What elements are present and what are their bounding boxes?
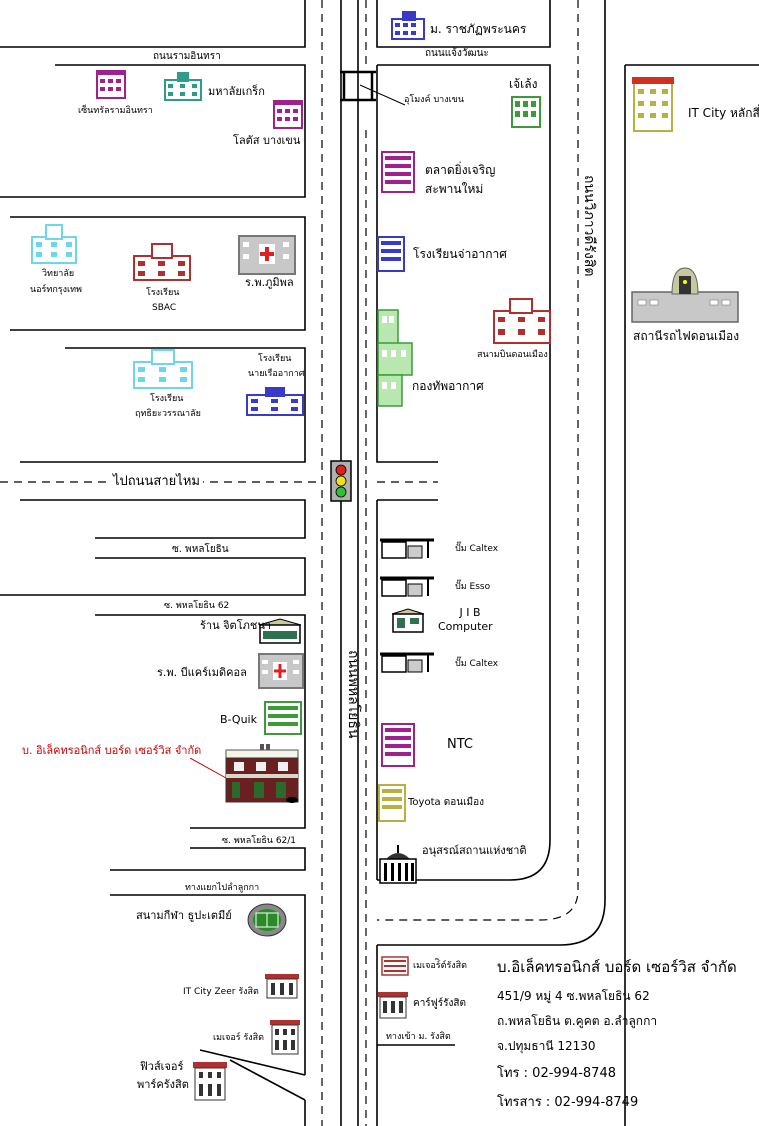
place-future-line1: ฟิวส์เจอร์: [140, 1060, 184, 1073]
place-jib-line2: Computer: [438, 620, 493, 633]
building-icon: [265, 974, 299, 999]
building-icon: [511, 96, 541, 128]
building-icon: [273, 100, 303, 129]
place-central-ramintra: เซ็นทรัลรามอินทรา: [78, 106, 153, 116]
place-jaa-school: โรงเรียนจ่าอากาศ: [413, 247, 507, 261]
place-caltex-1: ปั๊ม Caltex: [455, 544, 499, 554]
monument-icon: [379, 845, 417, 884]
vibhavadi-road-label: ถนนวิภาวดีรังสิต: [581, 175, 597, 277]
road-label-soi-62-1: ซ. พหลโยธิน 62/1: [222, 836, 297, 846]
place-sbac-line2: SBAC: [152, 303, 177, 313]
road-label-ram-intra: ถนนรามอินทรา: [153, 51, 221, 62]
place-carrefour: คาร์ฟูร์รังสิต: [413, 998, 466, 1009]
gas-station-icon: [380, 576, 434, 597]
place-caltex-2: ปั๊ม Caltex: [455, 659, 499, 669]
road-label-soi-62: ซ. พหลโยธิน 62: [164, 601, 230, 611]
place-rtaf-hq: กองทัพอากาศ: [412, 379, 484, 393]
building-icon: [632, 77, 674, 132]
place-wittaya-line1: วิทยาลัย: [42, 269, 75, 279]
building-icon: [377, 236, 405, 272]
place-market-line1: ตลาดยิ่งเจริญ: [425, 163, 496, 177]
place-tunnel-bangkhen: อุโมงค์ บางเขน: [404, 95, 464, 105]
company-pointer: [190, 758, 227, 779]
stadium-icon: [247, 903, 287, 937]
computer-shop-icon: [391, 608, 425, 633]
traffic-light-icon: [330, 460, 352, 502]
company-phone: โทร : 02-994-8748: [497, 1066, 616, 1081]
building-icon: [96, 70, 126, 99]
place-stadium: สนามกีฬา ธูปะเตมีย์: [136, 909, 232, 922]
building-icon: [381, 723, 415, 767]
building-icon: [164, 72, 202, 101]
train-station-icon: [631, 267, 739, 323]
place-ntc: NTC: [447, 737, 473, 752]
place-lotus-bangkhen: โลตัส บางเขน: [233, 134, 301, 147]
place-toyota: Toyota ดอนเมือง: [408, 797, 485, 808]
place-naval-air-line1: โรงเรียน: [258, 354, 292, 364]
place-chee-leng: เจ้เล้ง: [509, 77, 538, 91]
building-icon: [381, 956, 409, 976]
place-monument: อนุสรณ์สถานแห่งชาติ: [422, 844, 527, 857]
road-label-to-sai-mai: ไปถนนสายไหม: [110, 474, 203, 490]
hospital-icon: [238, 235, 296, 275]
place-mahalap-greek: มหาลัยเกร็ก: [208, 85, 265, 98]
phahon-yothin-road-label: ถนนพหลโยธิน: [345, 650, 362, 739]
place-bcare: ร.พ. บีแคร์เมดิคอล: [157, 666, 247, 679]
building-icon: [378, 992, 408, 1019]
place-jit-phochana: ร้าน จิตโภชนา: [200, 619, 272, 632]
place-it-city-zeer: IT City Zeer รังสิต: [183, 987, 259, 997]
company-address-1: 451/9 หมู่ 4 ซ.พหลโยธิน 62: [497, 989, 650, 1003]
building-icon: [493, 298, 551, 344]
place-sbac-line1: โรงเรียน: [146, 288, 180, 298]
company-address-2: ถ.พหลโยธิน ต.คูคต อ.ลำลูกกา: [497, 1014, 658, 1028]
company-address-3: จ.ปทุมธานี 12130: [497, 1039, 596, 1053]
place-jib-line1: J I B: [459, 606, 481, 619]
place-wittaya-line2: นอร์ทกรุงเทพ: [30, 285, 82, 295]
company-building-icon: [225, 744, 299, 803]
company-location-label: บ. อิเล็คทรอนิกส์ บอร์ด เซอร์วิส จำกัด: [22, 744, 202, 757]
hospital-icon: [258, 653, 304, 689]
building-icon: [378, 784, 406, 822]
place-rajabhat: ม. ราชภัฏพระนคร: [430, 22, 527, 36]
building-icon: [133, 243, 191, 281]
restaurant-icon: [258, 618, 302, 644]
building-icon: [133, 349, 193, 389]
building-icon: [270, 1020, 300, 1055]
building-icon: [377, 309, 413, 407]
place-market-line2: สะพานใหม่: [425, 182, 484, 196]
place-ruthiyawan-line2: ฤทธิยะวรรณาลัย: [135, 409, 201, 419]
building-icon: [246, 387, 304, 416]
place-naval-air-line2: นายเรืออากาศ: [248, 369, 305, 379]
building-icon: [391, 11, 425, 40]
gas-station-icon: [380, 652, 434, 673]
road-label-soi-phahon: ซ. พหลโยธิน: [172, 544, 229, 555]
place-esso: ปั๊ม Esso: [455, 582, 491, 592]
building-icon: [381, 151, 415, 193]
place-major-rangsit: เมเจอร์ รังสิต: [213, 1033, 265, 1043]
company-fax: โทรสาร : 02-994-8749: [497, 1095, 639, 1110]
place-major-rangsit-small: เมเจอร์ิต์รังสิต: [413, 961, 468, 971]
place-bquik: B-Quik: [220, 713, 257, 726]
road-label-rangsit-entrance: ทางเข้า ม. รังสิต: [386, 1032, 451, 1042]
road-label-chaeng-watthana: ถนนแจ้งวัฒนะ: [425, 48, 489, 59]
place-donmuang-airport: สนามบินดอนเมือง: [477, 350, 548, 360]
building-icon: [264, 701, 302, 735]
place-future-line2: พาร์ครังสิต: [137, 1078, 189, 1091]
company-info-block: บ.อิเล็คทรอนิกส์ บอร์ด เซอร์วิส จำกัด 45…: [497, 955, 737, 1112]
gas-station-icon: [380, 538, 434, 559]
building-icon: [193, 1062, 227, 1101]
road-label-to-lam-luk-ka: ทางแยกไปลำลูกกา: [185, 883, 260, 893]
place-bhumibol: ร.พ.ภูมิพล: [245, 276, 294, 289]
place-donmuang-station: สถานีรถไฟดอนเมือง: [633, 329, 740, 343]
building-icon: [31, 224, 77, 264]
company-name: บ.อิเล็คทรอนิกส์ บอร์ด เซอร์วิส จำกัด: [497, 958, 737, 976]
place-ruthiyawan-line1: โรงเรียน: [150, 394, 184, 404]
place-it-city-laksi: IT City หลักสี่: [688, 106, 759, 120]
